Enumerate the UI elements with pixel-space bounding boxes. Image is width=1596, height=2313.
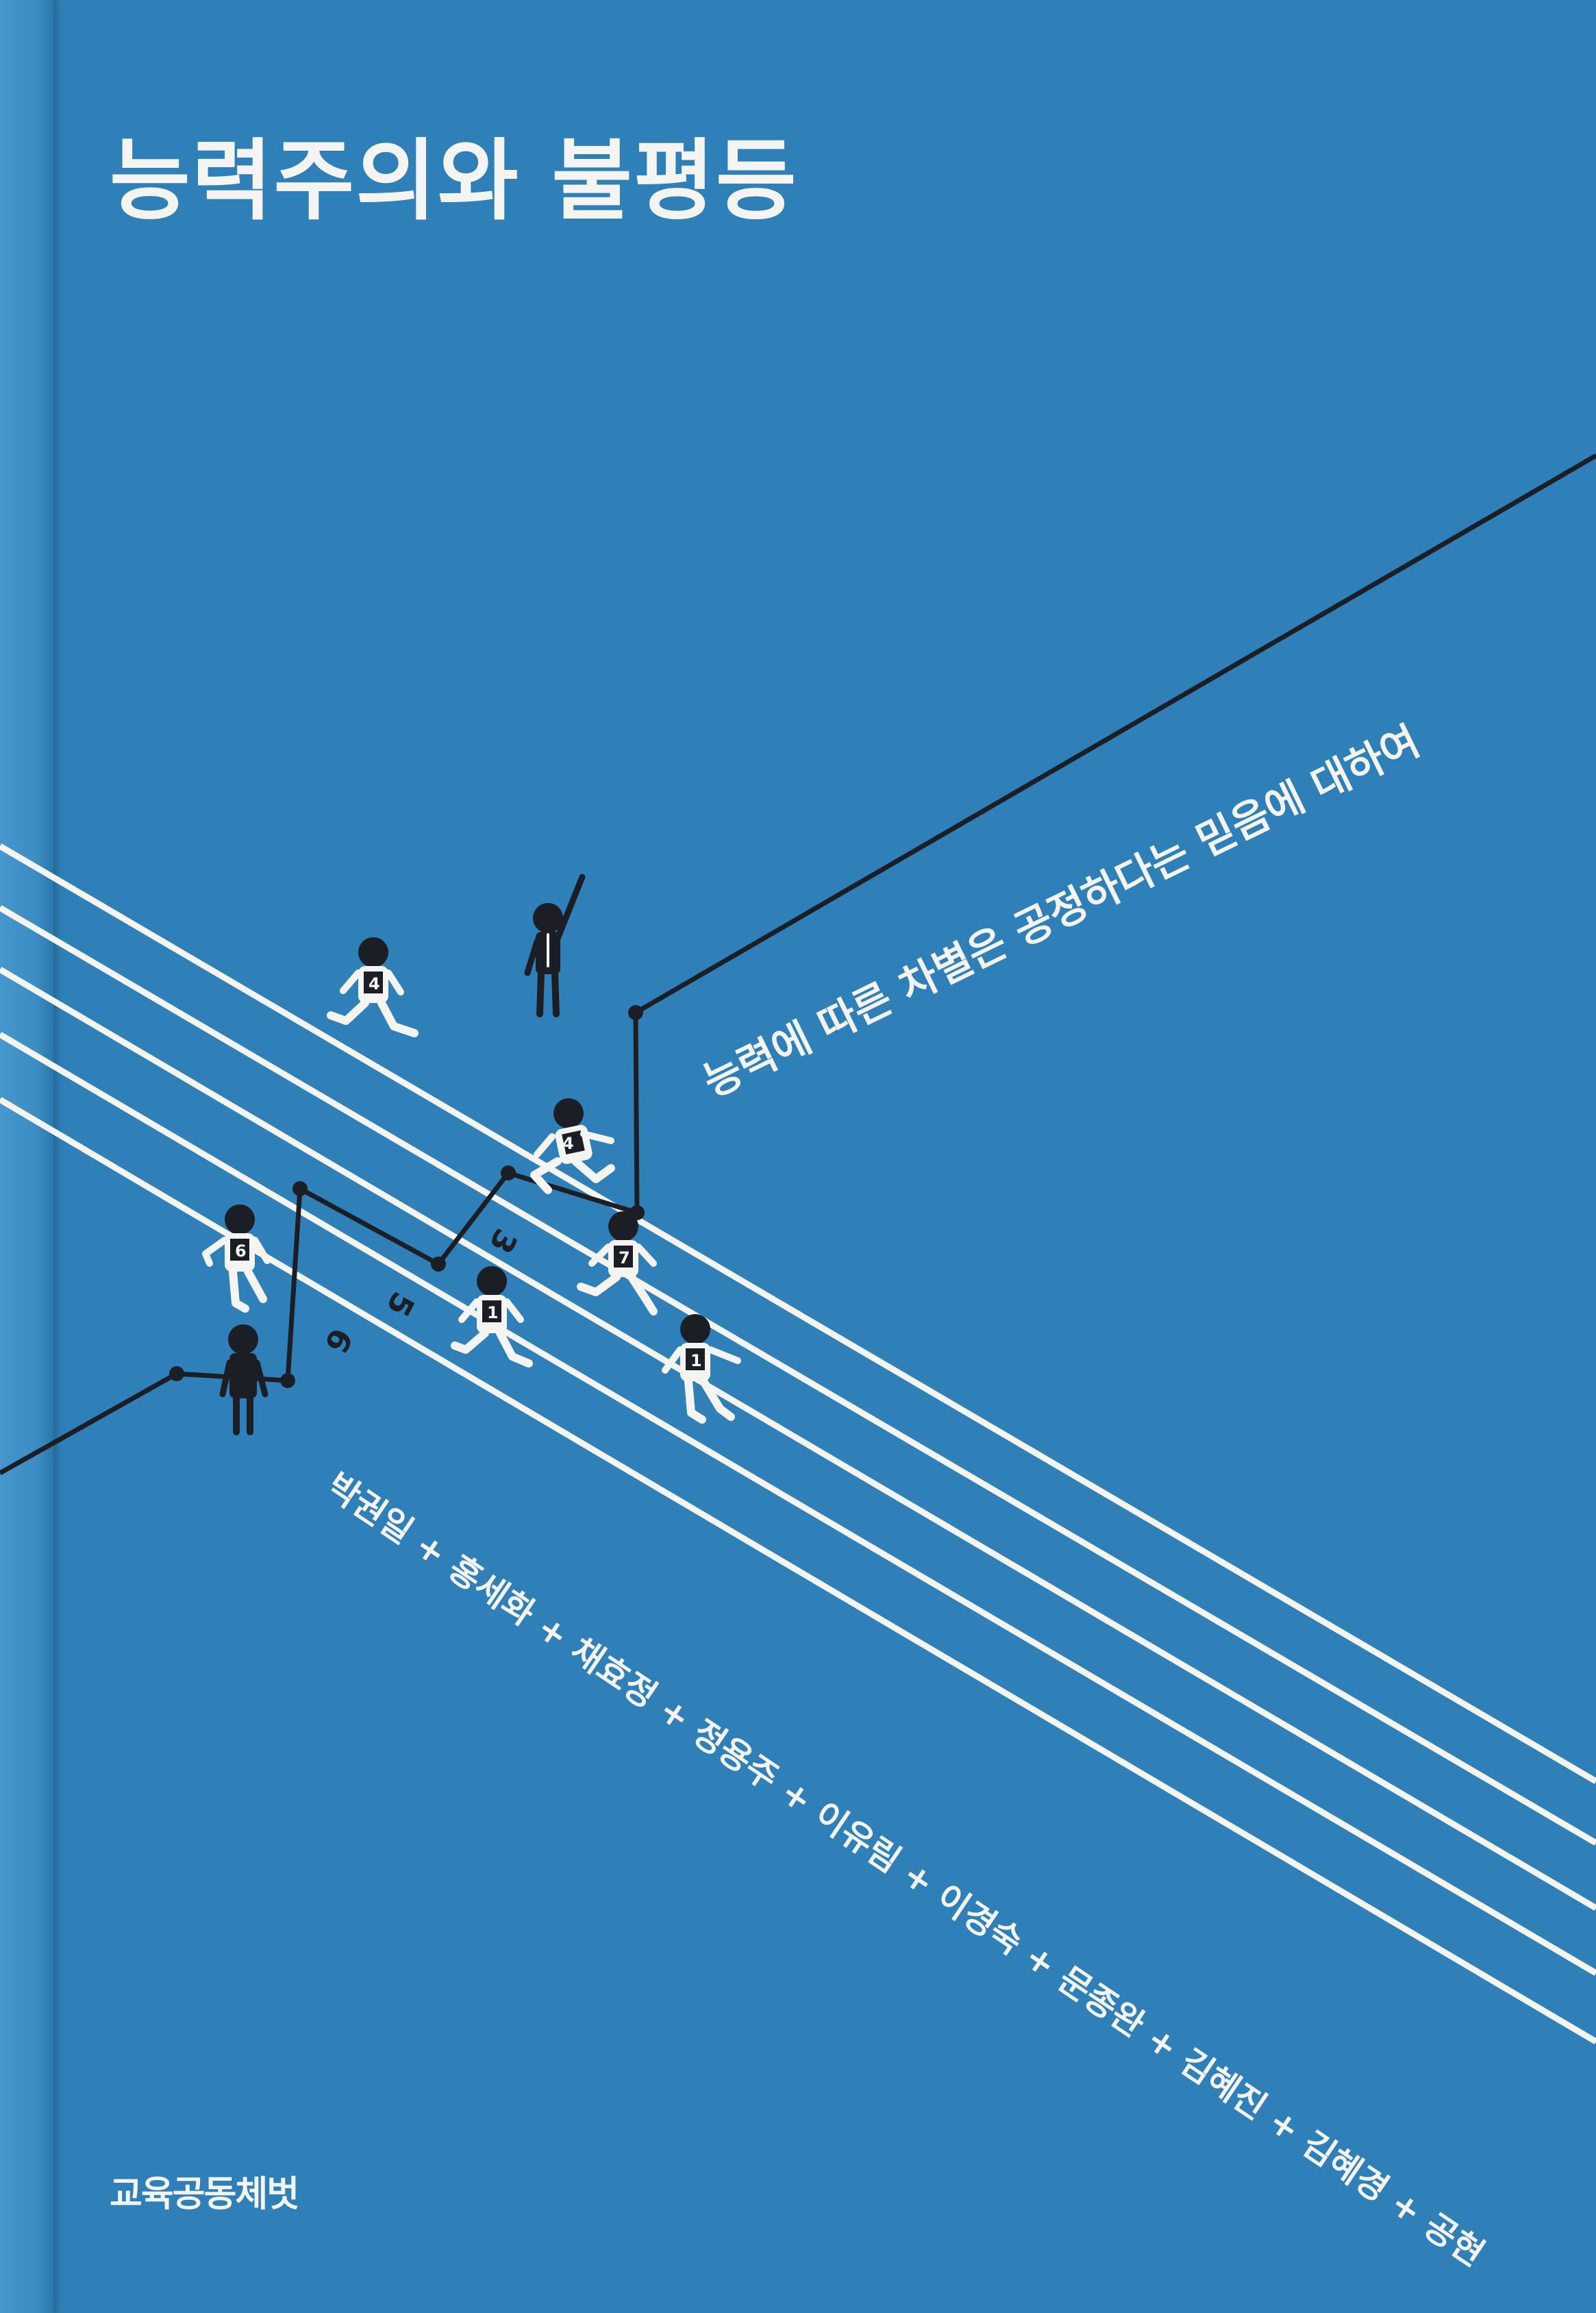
runner-bib: 1 [690, 1351, 702, 1370]
lane-line [0, 1032, 1596, 1976]
book-title: 능력주의와 불평등 [110, 130, 798, 232]
runner-bib: 7 [619, 1248, 630, 1267]
path-node [292, 1181, 308, 1196]
runner-figure: 4 [327, 937, 419, 1037]
path-nodes [169, 1005, 645, 1388]
path-line [0, 453, 1596, 1476]
path-node [169, 1366, 184, 1381]
runner-figure: 1 [451, 1266, 533, 1368]
path-node [431, 1257, 446, 1272]
runner-figure: 7 [577, 1211, 658, 1315]
runner-bib: 6 [235, 1241, 247, 1261]
runner-bib: 4 [562, 1134, 574, 1153]
runner-figure: 6 [202, 1204, 271, 1313]
starter-figure [524, 874, 586, 1017]
lane-line [0, 905, 1596, 1846]
path-polyline [0, 453, 1596, 1476]
path-node [628, 1005, 643, 1020]
figures: 4 4 6 [202, 874, 741, 1435]
runner-bib: 4 [369, 974, 380, 993]
runner-figure: 4 [530, 1098, 615, 1194]
spine-edge [0, 0, 53, 2313]
lane-line [0, 967, 1596, 1911]
lane-line [0, 843, 1596, 1784]
official-figure [219, 1324, 269, 1435]
lane-number: 5 [379, 1286, 422, 1323]
path-node [280, 1373, 295, 1388]
runner-figure: 1 [662, 1314, 741, 1424]
lane-number: 6 [317, 1322, 360, 1359]
publisher-logo: 교육공동체벗 [110, 2174, 299, 2215]
runner-bib: 1 [487, 1303, 499, 1322]
path-node [501, 1165, 516, 1180]
